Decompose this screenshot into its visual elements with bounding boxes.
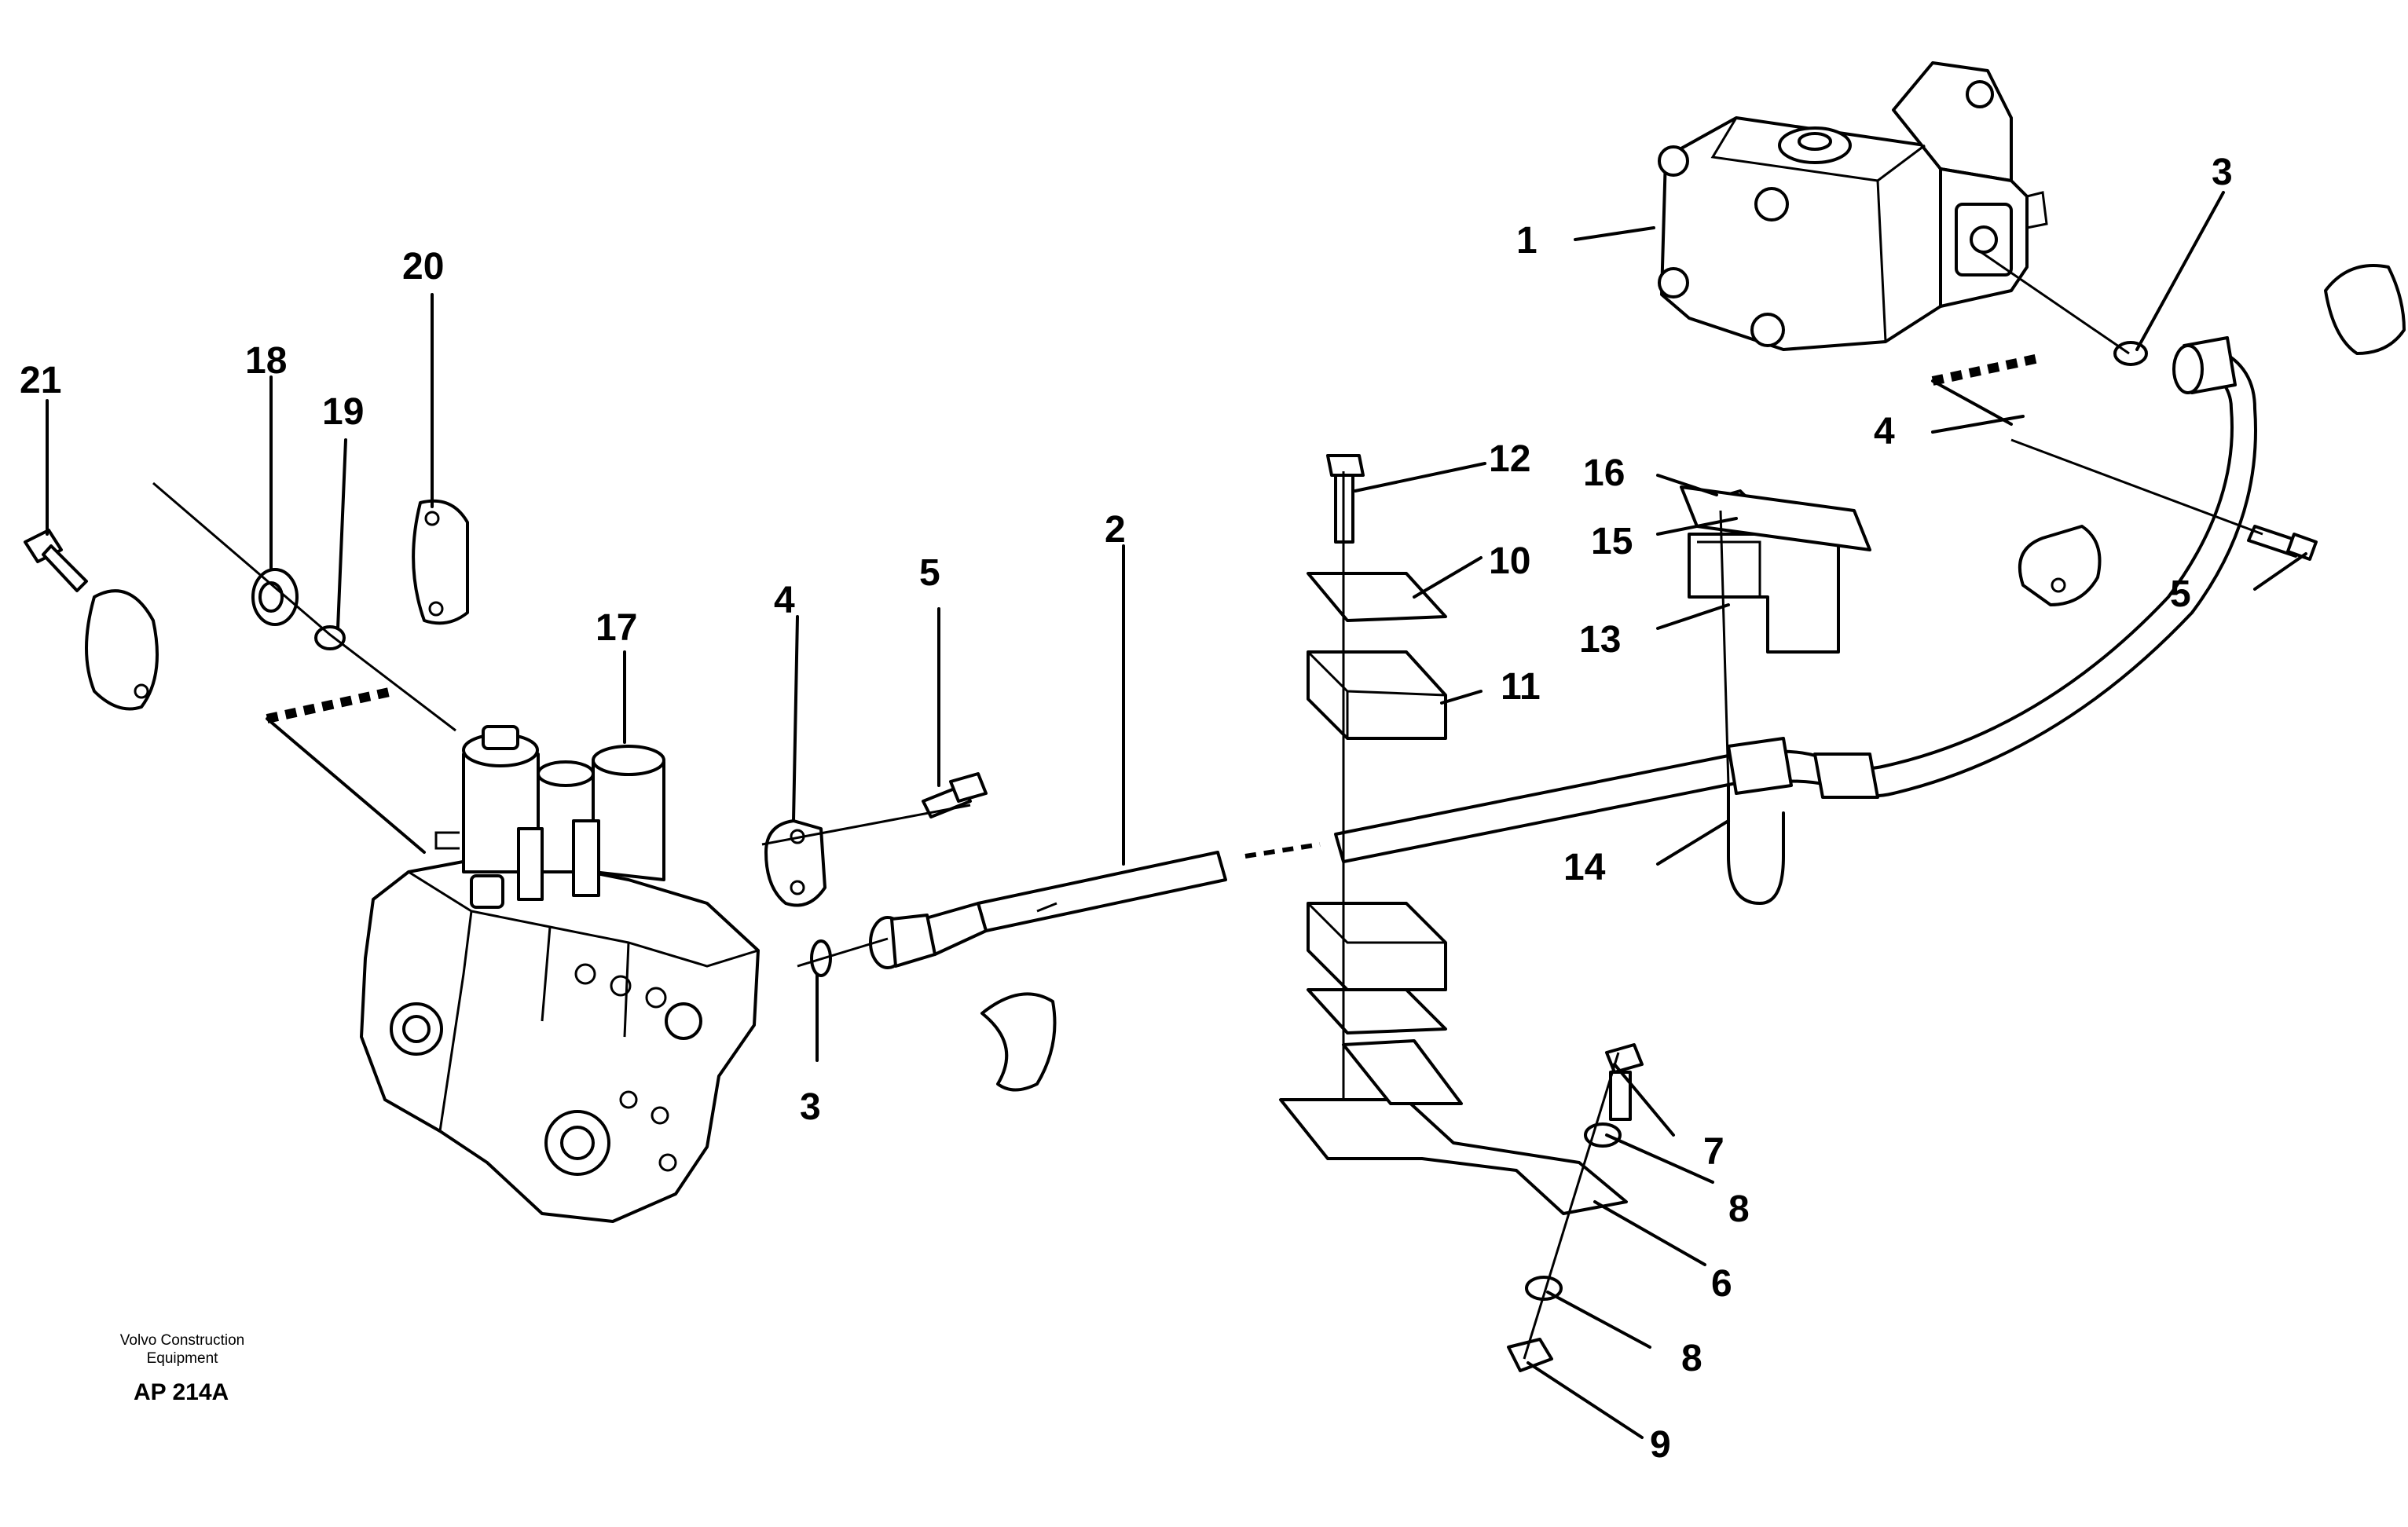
callout-3-right: 3 (2212, 152, 2233, 193)
company-name-line2: Equipment (147, 1350, 219, 1367)
flange-clamp-part (85, 264, 2406, 1092)
callout-11: 11 (1501, 666, 1541, 708)
pipe-part (869, 336, 2257, 969)
footer: Volvo Construction Equipment AP 214A (120, 1332, 244, 1405)
callout-19: 19 (322, 391, 364, 433)
callout-13: 13 (1579, 619, 1621, 661)
callout-10: 10 (1489, 540, 1530, 582)
callout-17: 17 (596, 607, 637, 649)
hardware-parts (24, 341, 2318, 1372)
callout-4-right: 4 (1874, 411, 1895, 452)
control-valve-part (360, 725, 760, 1223)
callout-16: 16 (1583, 452, 1625, 494)
diagram-code: AP 214A (134, 1379, 229, 1405)
company-name-line1: Volvo Construction (120, 1332, 244, 1349)
callout-8-lower: 8 (1681, 1338, 1702, 1379)
callout-14: 14 (1563, 847, 1606, 888)
leader-lines (46, 191, 2307, 1439)
callout-4: 4 (774, 580, 795, 621)
callout-7: 7 (1703, 1131, 1724, 1173)
callout-labels: 1 2 3 3 4 4 5 5 6 7 8 8 9 10 11 12 13 14… (20, 152, 2233, 1466)
callout-1: 1 (1516, 220, 1538, 262)
callout-18: 18 (245, 340, 287, 382)
callout-12: 12 (1489, 438, 1530, 480)
hydraulic-pump-part (1658, 61, 2048, 351)
callout-9: 9 (1650, 1424, 1671, 1466)
callout-8: 8 (1728, 1188, 1750, 1230)
callout-15: 15 (1591, 521, 1633, 562)
callout-2: 2 (1105, 509, 1126, 551)
callout-21: 21 (20, 360, 61, 401)
callout-5: 5 (919, 552, 940, 594)
callout-5-right: 5 (2170, 573, 2191, 615)
callout-3: 3 (800, 1086, 821, 1128)
callout-6: 6 (1711, 1263, 1732, 1305)
callout-20: 20 (402, 246, 444, 287)
assembly-guide-lines (152, 250, 2263, 1360)
